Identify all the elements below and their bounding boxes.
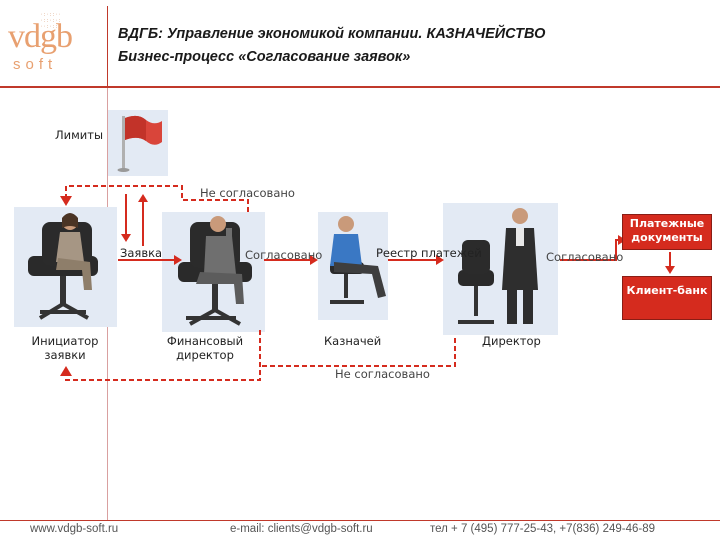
initiator-caption: Инициатор заявки bbox=[31, 334, 99, 362]
header-divider bbox=[107, 6, 108, 86]
payment-documents-box: Платежные документы bbox=[622, 214, 712, 250]
agreed-director-label: Согласовано bbox=[546, 250, 624, 264]
logo-text-sub: soft bbox=[13, 56, 58, 73]
treasurer-caption: Казначей bbox=[324, 334, 382, 348]
not-agreed-bottom-label: Не согласовано bbox=[335, 367, 430, 381]
footer-website: www.vdgb-soft.ru bbox=[30, 523, 119, 535]
footer-phone: тел + 7 (495) 777-25-43, +7(836) 249-46-… bbox=[430, 523, 656, 535]
treasurer-figure-icon bbox=[330, 216, 386, 304]
director-figure-icon bbox=[458, 208, 538, 324]
request-label: Заявка bbox=[120, 246, 163, 260]
footer-rule bbox=[0, 520, 720, 521]
header-rule bbox=[0, 86, 720, 88]
fin-director-figure-icon bbox=[178, 216, 252, 326]
logo-text-main: vdgb bbox=[8, 18, 73, 55]
fin-director-caption: Финансовый директор bbox=[166, 334, 244, 362]
flag-icon bbox=[117, 115, 162, 172]
director-caption: Директор bbox=[482, 334, 541, 348]
not-agreed-top-label: Не согласовано bbox=[200, 186, 295, 200]
limits-label: Лимиты bbox=[55, 128, 104, 142]
company-logo: ·:·::···::·:·:··:·::· vdgb soft bbox=[0, 0, 105, 90]
client-bank-box: Клиент-банк bbox=[622, 276, 712, 320]
footer-email: e-mail: clients@vdgb-soft.ru bbox=[230, 523, 373, 535]
initiator-figure-icon bbox=[28, 213, 98, 320]
slide-subtitle: Бизнес-процесс «Согласование заявок» bbox=[118, 49, 411, 65]
logo-pattern: ·:·::···::·:·:··:·::· bbox=[40, 12, 62, 30]
payment-registry-label: Реестр платежей bbox=[376, 246, 482, 260]
slide-title: ВДГБ: Управление экономикой компании. КА… bbox=[118, 26, 546, 42]
agreed-fd-label: Согласовано bbox=[245, 248, 323, 262]
